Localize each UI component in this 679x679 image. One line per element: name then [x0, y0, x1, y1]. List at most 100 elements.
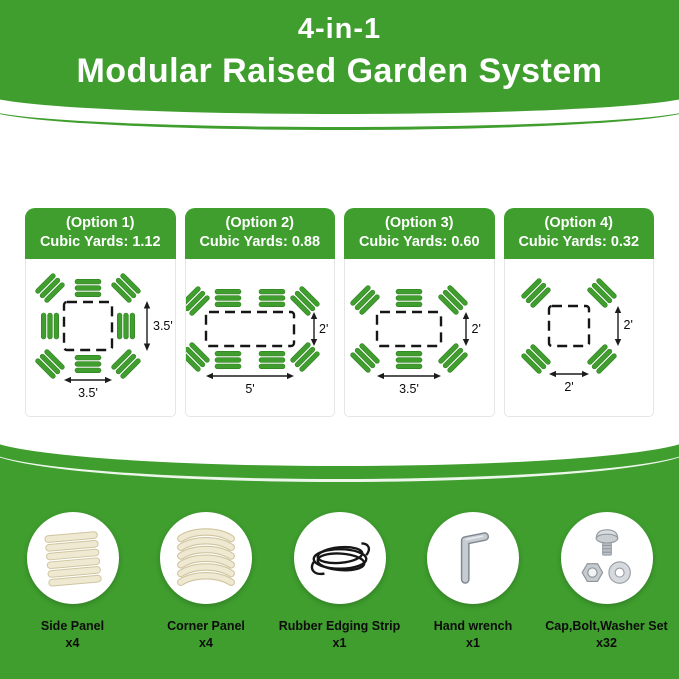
height-label: 2': [472, 322, 481, 336]
part-name: Cap,Bolt,Washer Set: [545, 619, 668, 633]
cap-bolt-washer-icon: [581, 529, 631, 584]
option-card-3: (Option 3) Cubic Yards: 0.60: [344, 208, 495, 418]
garden-bed-diagram-3: 2' 3.5': [349, 284, 481, 396]
part-name: Rubber Edging Strip: [278, 619, 401, 633]
option-3-cubic-yards: Cubic Yards: 0.60: [358, 234, 480, 251]
corner-panel-group: [586, 343, 618, 375]
option-card-2: (Option 2) Cubic Yards: 0.88: [184, 208, 335, 418]
height-label: 2': [623, 318, 632, 332]
corner-panel-group: [586, 277, 618, 309]
part-qty: x1: [466, 636, 480, 650]
side-panel-icon: [44, 531, 102, 587]
panel-group: [117, 312, 136, 340]
option-card-1: (Option 1) Cubic Yards: 1.12: [25, 208, 176, 418]
part-qty: x32: [596, 636, 617, 650]
corner-panel-group: [34, 348, 66, 380]
part-qty: x4: [65, 636, 80, 650]
panel-group: [41, 312, 60, 340]
corner-panel-group: [520, 343, 552, 375]
option-3-title: (Option 3): [385, 215, 454, 231]
width-label: 3.5': [399, 382, 419, 396]
bed-outline: [547, 305, 590, 348]
height-arrow: [614, 306, 621, 347]
nut-shape: [581, 563, 603, 583]
bed-outline: [204, 311, 295, 348]
garden-bed-diagram-1: 3.5' 3.5': [34, 272, 173, 400]
corner-panel-group: [289, 285, 321, 317]
banner-title-main: Modular Raised Garden System: [76, 52, 603, 90]
part-qty: x4: [199, 636, 213, 650]
panel-group: [258, 351, 286, 370]
bed-outline: [376, 311, 443, 348]
part-name: Corner Panel: [167, 619, 245, 633]
width-arrow: [64, 377, 113, 384]
parts-section: Side Panel x4: [0, 430, 679, 679]
option-4-cubic-yards: Cubic Yards: 0.32: [518, 234, 640, 251]
part-item-side-panel: Side Panel x4: [8, 512, 138, 650]
corner-panel-group: [289, 341, 321, 373]
height-arrow: [463, 312, 470, 347]
corner-panel-group: [110, 272, 142, 304]
washer-shape: [607, 561, 631, 584]
corner-panel-group: [185, 285, 211, 317]
part-item-corner-panel: Corner Panel x4: [141, 512, 271, 650]
width-arrow: [548, 371, 589, 378]
hand-wrench-icon: [460, 532, 490, 584]
part-qty: x1: [332, 636, 347, 650]
bottom-arc-divider: [0, 430, 679, 482]
width-arrow: [205, 373, 294, 380]
part-item-rubber-edging-strip: Rubber Edging Strip x1: [275, 512, 405, 650]
part-circle: [560, 512, 653, 604]
part-item-hand-wrench: Hand wrench x1: [408, 512, 538, 650]
part-circle: [427, 512, 519, 604]
option-card-4: (Option 4) Cubic Yards: 0.32 2': [503, 208, 654, 418]
option-2-header: (Option 2) Cubic Yards: 0.88: [184, 208, 335, 260]
panel-group: [214, 289, 242, 308]
corner-panel-group: [437, 342, 469, 374]
part-item-cap-bolt-washer: Cap,Bolt,Washer Set x32: [542, 512, 672, 650]
corner-panel-group: [349, 342, 381, 374]
garden-bed-diagram-4: 2' 2': [520, 277, 633, 394]
option-1-cubic-yards: Cubic Yards: 1.12: [39, 234, 161, 251]
option-1-title: (Option 1): [66, 215, 135, 231]
corner-panel-group: [34, 272, 66, 304]
option-2-title: (Option 2): [225, 215, 294, 231]
height-label: 3.5': [153, 319, 173, 333]
option-4-diagram: 2' 2': [503, 259, 654, 418]
corner-panel-group: [185, 341, 211, 373]
option-3-diagram: 2' 3.5': [344, 259, 495, 418]
option-2-cubic-yards: Cubic Yards: 0.88: [199, 234, 321, 251]
banner-title-small: 4-in-1: [297, 13, 382, 45]
options-row: (Option 1) Cubic Yards: 1.12: [25, 208, 654, 418]
corner-panel-group: [349, 284, 381, 316]
banner-arc-divider: [0, 96, 679, 130]
panel-group: [74, 279, 102, 298]
panel-group: [395, 351, 423, 370]
width-label: 2': [564, 380, 573, 394]
header-banner: 4-in-1 Modular Raised Garden System: [0, 0, 679, 114]
bed-outline: [63, 301, 114, 352]
rubber-edging-strip-icon: [310, 542, 370, 576]
width-label: 5': [245, 382, 254, 396]
option-1-diagram: 3.5' 3.5': [25, 259, 176, 418]
width-label: 3.5': [78, 386, 98, 400]
part-circle: [160, 512, 252, 604]
corner-panel-icon: [177, 528, 235, 586]
option-4-header: (Option 4) Cubic Yards: 0.32: [503, 208, 654, 260]
option-1-header: (Option 1) Cubic Yards: 1.12: [25, 208, 176, 260]
bolt-shape: [595, 529, 618, 556]
panel-group: [395, 289, 423, 308]
part-name: Hand wrench: [433, 619, 513, 633]
height-label: 2': [319, 322, 328, 336]
width-arrow: [377, 373, 442, 380]
option-2-diagram: 2' 5': [184, 259, 335, 418]
panel-group: [214, 351, 242, 370]
garden-bed-diagram-2: 2' 5': [185, 285, 328, 396]
option-4-title: (Option 4): [544, 215, 613, 231]
parts-row: Side Panel x4: [0, 512, 679, 650]
option-3-header: (Option 3) Cubic Yards: 0.60: [344, 208, 495, 260]
panel-group: [258, 289, 286, 308]
height-arrow: [310, 312, 317, 347]
corner-panel-group: [110, 348, 142, 380]
